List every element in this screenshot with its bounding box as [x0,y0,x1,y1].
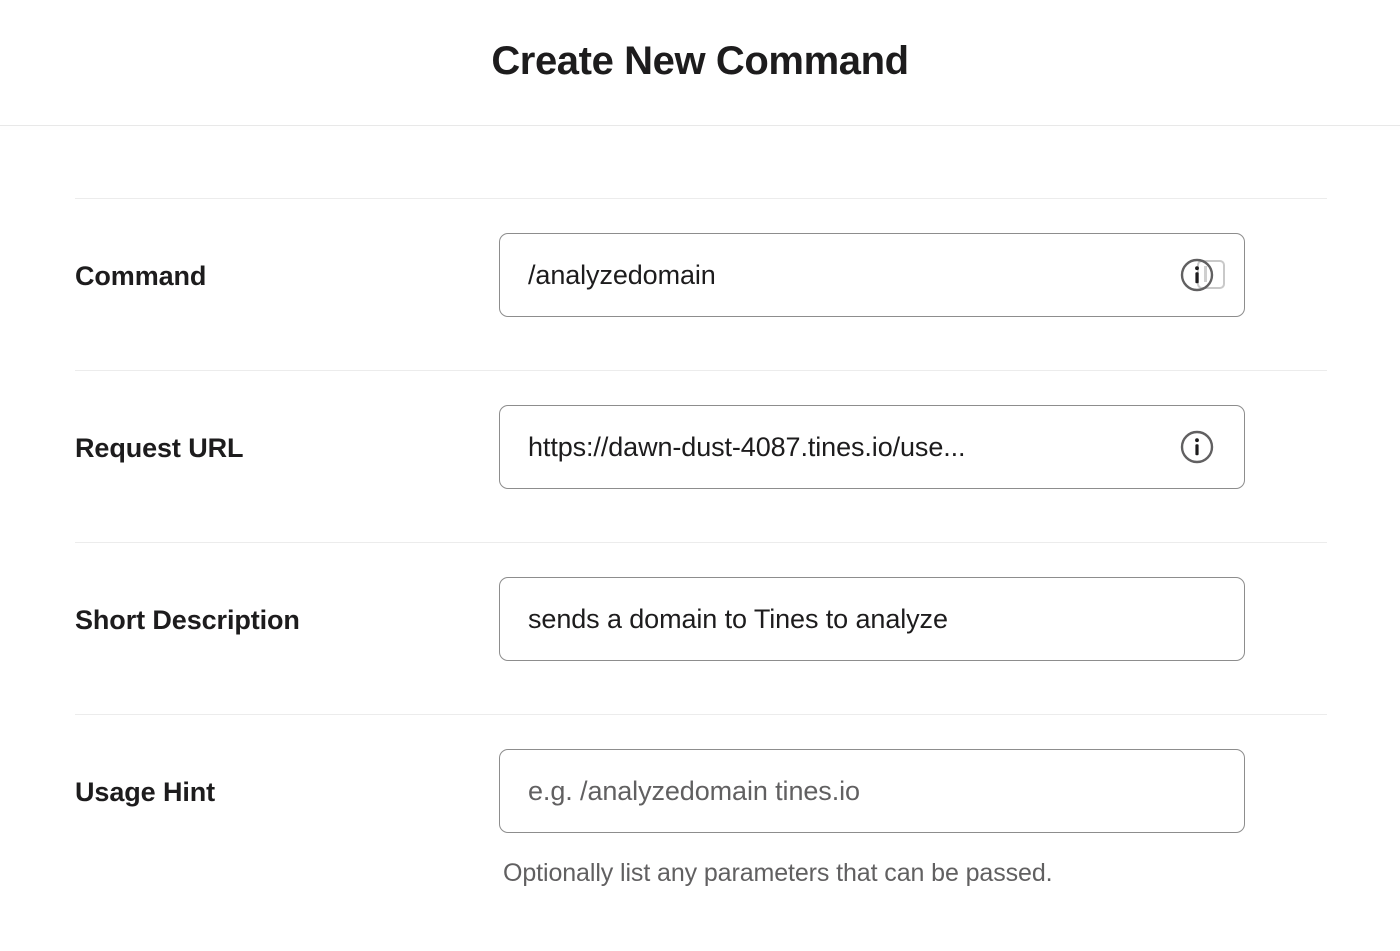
control-command [499,199,1327,317]
usage-hint-helper-text: Optionally list any parameters that can … [503,859,1053,887]
usage-hint-input[interactable] [500,750,1244,832]
control-request-url [499,371,1327,489]
form-row-short-description: Short Description [75,542,1327,714]
label-command: Command [75,261,207,291]
page-title: Create New Command [491,39,909,83]
form-row-usage-hint: Usage Hint Optionally list any parameter… [75,714,1327,888]
modal-header: Create New Command [0,0,1400,126]
label-usage-hint: Usage Hint [75,777,216,807]
usage-hint-input-wrap[interactable] [499,749,1245,833]
form-row-command: Command [75,198,1327,370]
request-url-input[interactable] [500,406,1244,488]
control-short-description [499,543,1327,661]
short-description-input[interactable] [500,578,1244,660]
modal-body: Command [0,126,1400,951]
create-command-form: Command [75,126,1327,888]
request-url-input-wrap[interactable] [499,405,1245,489]
info-circle-icon[interactable] [1180,430,1214,464]
command-input[interactable] [500,234,1244,316]
label-short-description: Short Description [75,605,300,635]
info-circle-icon[interactable] [1180,258,1214,292]
request-url-icon-slot [1180,430,1226,464]
short-description-input-wrap[interactable] [499,577,1245,661]
command-icon-slot [1180,258,1226,292]
label-request-url: Request URL [75,433,244,463]
control-usage-hint: Optionally list any parameters that can … [499,715,1327,888]
form-row-request-url: Request URL [75,370,1327,542]
command-input-wrap[interactable] [499,233,1245,317]
